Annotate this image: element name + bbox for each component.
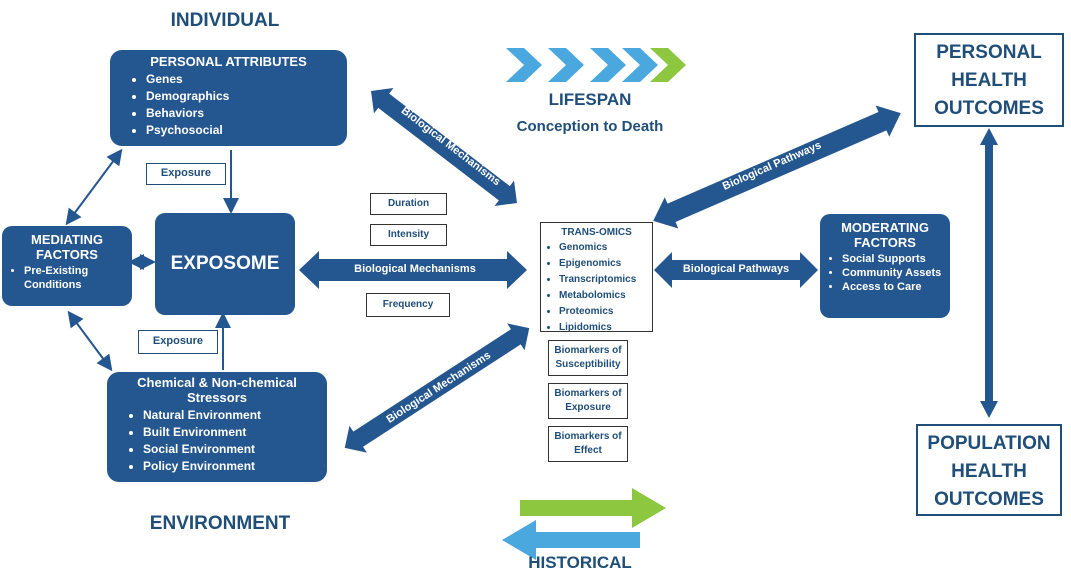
stressor-item: Built Environment — [143, 424, 327, 441]
lifespan-subtitle: Conception to Death — [516, 118, 664, 135]
historical-blue-arrow — [502, 520, 640, 560]
moderating-factor-item: Community Assets — [842, 266, 950, 280]
bio-mech-lower-arrow — [344, 323, 530, 453]
mediating-stressors-line — [67, 310, 113, 372]
stressors-box: Chemical & Non-chemical Stressors Natura… — [107, 372, 327, 482]
omics-item: Epigenomics — [559, 256, 652, 272]
population-health-outcomes-box: POPULATION HEALTH OUTCOMES — [916, 424, 1062, 516]
stressor-item: Policy Environment — [143, 458, 327, 475]
trans-omics-box: TRANS-OMICS Genomics Epigenomics Transcr… — [540, 222, 653, 333]
bio-mech-middle-arrow — [299, 251, 527, 289]
moderating-factors-title: MODERATING FACTORS — [841, 220, 929, 250]
mediating-factor-item: Pre-Existing Conditions — [24, 264, 132, 292]
personal-attribute-item: Genes — [146, 71, 347, 88]
omics-item: Transcriptomics — [559, 272, 652, 288]
mediating-factors-box: MEDIATING FACTORS Pre-Existing Condition… — [2, 226, 132, 306]
omics-item: Lipidomics — [559, 320, 652, 336]
individual-heading: INDIVIDUAL — [170, 10, 280, 31]
duration-box: Duration — [370, 193, 447, 215]
moderating-factor-item: Access to Care — [842, 280, 950, 294]
bio-path-middle-label: Biological Pathways — [682, 263, 790, 275]
bio-mech-upper-arrow — [371, 88, 517, 206]
lifespan-heading: LIFESPAN — [548, 90, 632, 109]
historical-green-arrow — [520, 488, 666, 528]
bio-mech-middle-label: Biological Mechanisms — [354, 263, 476, 275]
health-outcomes-arrow — [980, 128, 998, 418]
biomarkers-effect-box: Biomarkers of Effect — [548, 426, 628, 462]
personal-attribute-item: Psychosocial — [146, 122, 347, 139]
frequency-box: Frequency — [366, 293, 450, 317]
stressor-item: Social Environment — [143, 441, 327, 458]
personal-health-outcomes-box: PERSONAL HEALTH OUTCOMES — [914, 33, 1064, 127]
personal-attributes-box: PERSONAL ATTRIBUTES Genes Demographics B… — [110, 50, 347, 146]
stressor-item: Natural Environment — [143, 407, 327, 424]
bio-path-middle-arrow — [654, 252, 818, 288]
personal-attribute-item: Demographics — [146, 88, 347, 105]
omics-item: Proteomics — [559, 304, 652, 320]
lifespan-chevrons — [506, 48, 686, 82]
exposome-box: EXPOSOME — [155, 213, 295, 315]
exposure-bottom-box: Exposure — [138, 330, 218, 354]
moderating-factor-item: Social Supports — [842, 252, 950, 266]
bio-path-upper-arrow — [653, 105, 901, 229]
trans-omics-title: TRANS-OMICS — [561, 227, 632, 238]
biomarkers-susceptibility-box: Biomarkers of Susceptibility — [548, 340, 628, 376]
moderating-factors-box: MODERATING FACTORS Social Supports Commu… — [820, 214, 950, 318]
omics-item: Metabolomics — [559, 288, 652, 304]
personal-attributes-title: PERSONAL ATTRIBUTES — [150, 54, 307, 69]
exposure-top-box: Exposure — [146, 163, 226, 185]
biomarkers-exposure-box: Biomarkers of Exposure — [548, 383, 628, 419]
exposome-title: EXPOSOME — [170, 253, 280, 274]
mediating-factors-title: MEDIATING FACTORS — [31, 232, 103, 262]
intensity-box: Intensity — [370, 224, 447, 246]
personal-attribute-item: Behaviors — [146, 105, 347, 122]
environment-heading: ENVIRONMENT — [149, 513, 291, 534]
stressors-title: Chemical & Non-chemical Stressors — [137, 375, 297, 405]
omics-item: Genomics — [559, 240, 652, 256]
mediating-personal-line — [65, 148, 123, 226]
historical-heading: HISTORICAL — [528, 553, 632, 572]
